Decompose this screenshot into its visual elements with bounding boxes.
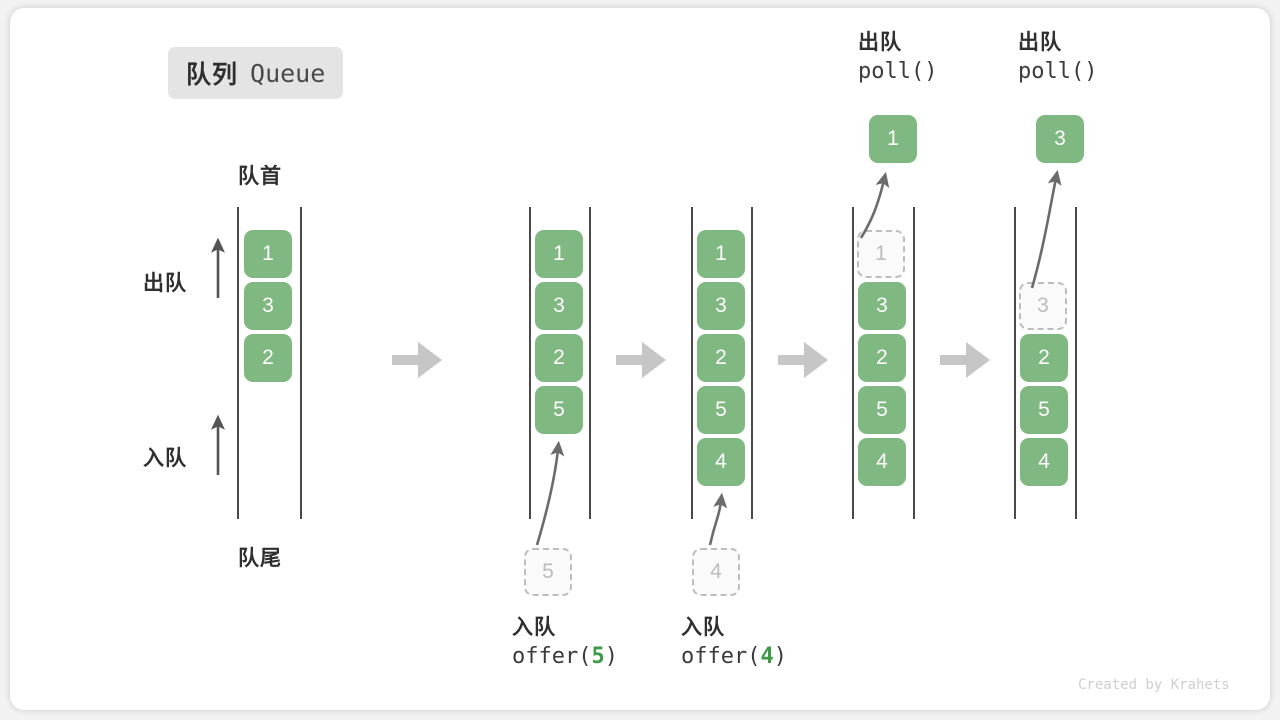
enqueue-arrow-5 — [535, 440, 565, 546]
queue-rail-right-col4 — [913, 207, 915, 519]
label-rear: 队尾 — [238, 547, 282, 570]
step-arrow-4 — [940, 342, 990, 378]
title-badge-cn: 队列 — [186, 61, 239, 89]
queue-rail-left-col1 — [237, 207, 239, 519]
queue-cell: 4 — [858, 438, 906, 486]
op-label-offer-4: 入队 offer(4) — [681, 614, 787, 672]
outgoing-cell: 3 — [1036, 115, 1084, 163]
label-enqueue: 入队 — [143, 447, 187, 470]
queue-cell: 1 — [244, 230, 292, 278]
queue-cell: 2 — [858, 334, 906, 382]
op-label-poll-1: 出队 poll() — [858, 29, 937, 87]
label-dequeue: 出队 — [143, 272, 187, 295]
queue-cell: 4 — [1020, 438, 1068, 486]
queue-cell: 2 — [535, 334, 583, 382]
title-badge: 队列 Queue — [168, 47, 344, 99]
dequeue-arrow-3 — [1030, 169, 1062, 289]
queue-cell: 2 — [697, 334, 745, 382]
label-front: 队首 — [238, 165, 282, 188]
diagram-stage: 队列 Queue 队首 队尾 出队 入队 1 3 2 1 3 2 5 5 入队 … — [10, 8, 1270, 710]
op-code-suffix: ) — [773, 644, 787, 669]
op-label-cn: 出队 — [858, 31, 902, 54]
queue-cell: 2 — [244, 334, 292, 382]
queue-cell: 1 — [535, 230, 583, 278]
op-code-prefix: offer( — [512, 644, 592, 669]
queue-cell: 5 — [1020, 386, 1068, 434]
enqueue-arrow-4 — [708, 492, 728, 546]
op-label-poll-2: 出队 poll() — [1018, 29, 1097, 87]
queue-rail-right-col1 — [300, 207, 302, 519]
title-badge-en: Queue — [250, 58, 326, 88]
op-code-suffix: ) — [604, 644, 618, 669]
op-code-value: 5 — [591, 644, 605, 669]
arrow-overlay — [210, 169, 1062, 546]
op-label-code: poll() — [1018, 59, 1098, 84]
queue-cell: 3 — [535, 282, 583, 330]
op-label-cn: 入队 — [681, 616, 725, 639]
queue-rail-right-col3 — [751, 207, 753, 519]
queue-rail-left-col5 — [1014, 207, 1016, 519]
step-arrow-2 — [616, 342, 666, 378]
queue-rail-left-col2 — [529, 207, 531, 519]
op-code-value: 4 — [760, 644, 774, 669]
op-label-code: offer(5) — [512, 642, 618, 672]
queue-cell: 3 — [697, 282, 745, 330]
incoming-ghost-cell: 4 — [692, 548, 740, 596]
op-label-code: offer(4) — [681, 642, 787, 672]
step-arrow-1 — [392, 342, 442, 378]
diagram-card: 队列 Queue 队首 队尾 出队 入队 1 3 2 1 3 2 5 5 入队 … — [10, 8, 1270, 710]
queue-cell-ghost: 3 — [1019, 282, 1067, 330]
incoming-ghost-cell: 5 — [524, 548, 572, 596]
queue-rail-right-col2 — [589, 207, 591, 519]
op-code-prefix: offer( — [681, 644, 761, 669]
watermark: Created by Krahets — [1078, 677, 1230, 693]
queue-cell: 5 — [858, 386, 906, 434]
queue-cell-ghost: 1 — [857, 230, 905, 278]
queue-cell: 2 — [1020, 334, 1068, 382]
op-label-code: poll() — [858, 59, 938, 84]
queue-cell: 1 — [697, 230, 745, 278]
op-label-cn: 入队 — [512, 616, 556, 639]
step-arrow-3 — [778, 342, 828, 378]
outgoing-cell: 1 — [869, 115, 917, 163]
queue-rail-left-col4 — [852, 207, 854, 519]
queue-rail-right-col5 — [1075, 207, 1077, 519]
queue-cell: 4 — [697, 438, 745, 486]
op-label-cn: 出队 — [1018, 31, 1062, 54]
op-label-offer-5: 入队 offer(5) — [512, 614, 618, 672]
queue-cell: 3 — [244, 282, 292, 330]
queue-rail-left-col3 — [691, 207, 693, 519]
queue-cell: 5 — [697, 386, 745, 434]
queue-cell: 3 — [858, 282, 906, 330]
queue-cell: 5 — [535, 386, 583, 434]
